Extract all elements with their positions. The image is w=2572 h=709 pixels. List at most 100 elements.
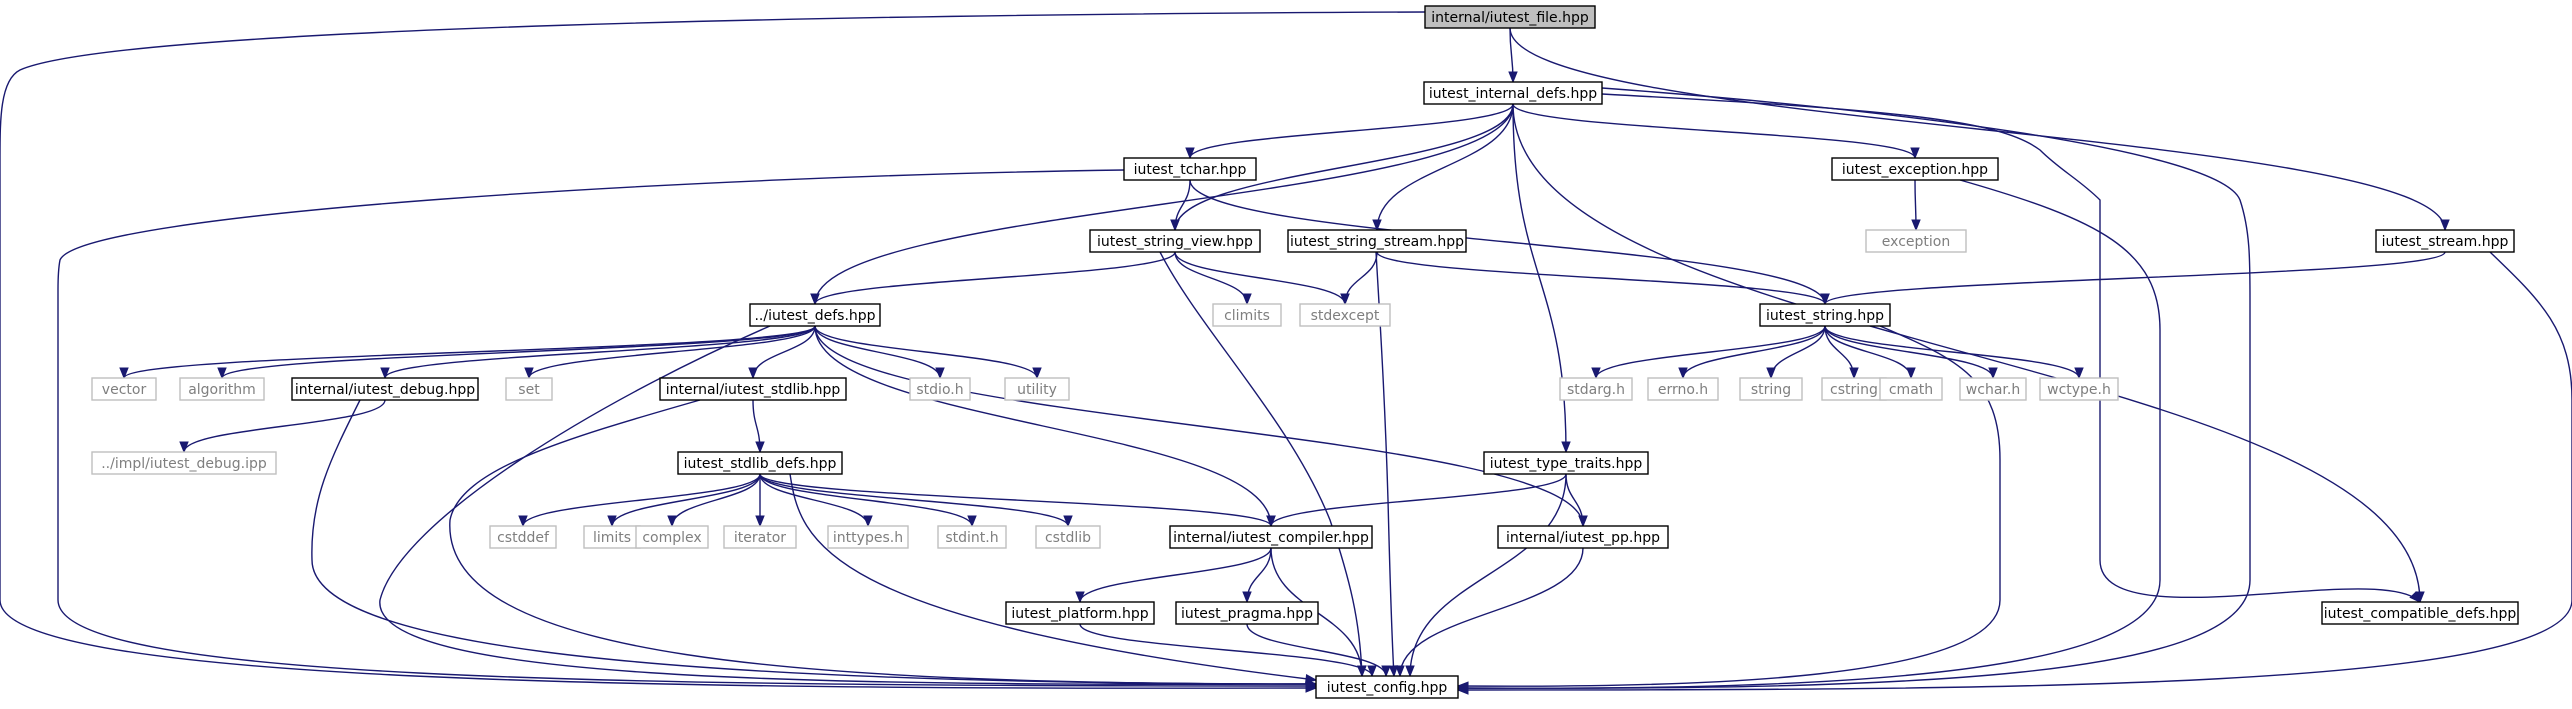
node-box <box>749 303 881 327</box>
node-label: iutest_stream.hpp <box>2382 234 2509 250</box>
edge-string_hpp-to-config <box>1456 325 2001 691</box>
edge-stream-to-string_hpp <box>1820 251 2446 306</box>
node-wctype: wctype.h <box>2039 377 2119 401</box>
node-config[interactable]: iutest_config.hpp <box>1315 675 1459 699</box>
node-box <box>2375 229 2515 253</box>
node-box <box>1424 5 1596 29</box>
node-box <box>1089 229 1261 253</box>
node-box <box>1005 601 1155 625</box>
edge-compiler-to-pragma <box>1242 547 1272 604</box>
node-label: iterator <box>734 530 786 546</box>
node-limits: limits <box>583 525 641 549</box>
node-cstddef: cstddef <box>489 525 557 549</box>
node-stdlib[interactable]: internal/iutest_stdlib.hpp <box>659 377 847 401</box>
node-label: iutest_stdlib_defs.hpp <box>684 456 837 472</box>
edge-stdlib_defs-to-complex <box>667 473 761 528</box>
edge-internal_defs-to-exception_hpp <box>1512 103 1920 160</box>
node-stdint: stdint.h <box>937 525 1007 549</box>
edge-compiler-to-platform <box>1075 547 1272 604</box>
node-debug[interactable]: internal/iutest_debug.hpp <box>291 377 479 401</box>
node-label: cstdlib <box>1045 530 1091 546</box>
node-label: cstring <box>1830 382 1878 398</box>
node-label: iutest_type_traits.hpp <box>1490 456 1643 472</box>
edge-defs-to-vector <box>119 325 816 380</box>
edge-internal_defs-to-tchar <box>1185 103 1514 160</box>
node-label: iutest_string_view.hpp <box>1097 234 1253 250</box>
node-type-traits[interactable]: iutest_type_traits.hpp <box>1483 451 1649 475</box>
node-pp[interactable]: internal/iutest_pp.hpp <box>1497 525 1669 549</box>
node-box <box>1175 601 1319 625</box>
node-box <box>489 525 557 549</box>
edge-stdlib_defs-to-inttypes <box>759 473 873 528</box>
node-complex: complex <box>635 525 709 549</box>
node-errno: errno.h <box>1647 377 1719 401</box>
edge-internal_defs-to-string_stream <box>1372 103 1514 232</box>
node-exception: exception <box>1865 229 1967 253</box>
node-box <box>1315 675 1459 699</box>
node-string: string <box>1739 377 1803 401</box>
node-box <box>1759 303 1891 327</box>
node-set: set <box>505 377 553 401</box>
node-string-view[interactable]: iutest_string_view.hpp <box>1089 229 1261 253</box>
edge-pragma-to-config <box>1246 623 1391 678</box>
node-label: stdarg.h <box>1567 382 1625 398</box>
node-stdexcept: stdexcept <box>1299 303 1391 327</box>
edge-defs-to-algorithm <box>217 325 816 380</box>
node-box <box>827 525 909 549</box>
node-box <box>91 451 277 475</box>
node-label: complex <box>642 530 701 546</box>
node-algorithm: algorithm <box>179 377 265 401</box>
edge-defs-to-stdio <box>814 325 945 380</box>
node-label: wctype.h <box>2047 382 2111 398</box>
node-platform[interactable]: iutest_platform.hpp <box>1005 601 1155 625</box>
node-label: iutest_config.hpp <box>1327 680 1448 696</box>
edge-defs-to-stdlib <box>748 325 816 380</box>
node-label: stdexcept <box>1311 308 1380 324</box>
node-box <box>1879 377 1943 401</box>
node-box <box>1559 377 1633 401</box>
node-stdlib-defs[interactable]: iutest_stdlib_defs.hpp <box>677 451 843 475</box>
node-internal-defs[interactable]: iutest_internal_defs.hpp <box>1423 81 1603 105</box>
node-defs[interactable]: ../iutest_defs.hpp <box>749 303 881 327</box>
node-debug-ipp: ../impl/iutest_debug.ipp <box>91 451 277 475</box>
edge-stdlib_defs-to-config <box>789 473 1318 684</box>
node-pragma[interactable]: iutest_pragma.hpp <box>1175 601 1319 625</box>
edge-stdlib-to-stdlib_defs <box>752 399 765 454</box>
node-box <box>1123 157 1257 181</box>
edge-string_hpp-to-wchar <box>1824 325 1998 380</box>
edge-internal_defs-to-defs <box>810 103 1514 306</box>
edge-defs-to-utility <box>814 325 1042 380</box>
node-iutest-file[interactable]: internal/iutest_file.hpp <box>1424 5 1596 29</box>
node-box <box>1299 303 1391 327</box>
node-box <box>677 451 843 475</box>
node-box <box>1647 377 1719 401</box>
node-compiler[interactable]: internal/iutest_compiler.hpp <box>1169 525 1373 549</box>
node-label: algorithm <box>188 382 256 398</box>
edge-platform-to-config <box>1079 623 1377 678</box>
node-stream[interactable]: iutest_stream.hpp <box>2375 229 2515 253</box>
node-string-stream[interactable]: iutest_string_stream.hpp <box>1287 229 1467 253</box>
node-label: iutest_tchar.hpp <box>1134 162 1247 178</box>
edge-tchar-to-string_view <box>1170 179 1191 232</box>
node-box <box>659 377 847 401</box>
node-label: iutest_string.hpp <box>1766 308 1884 324</box>
node-label: string <box>1751 382 1791 398</box>
edge-string_stream-to-stdexcept <box>1340 251 1378 306</box>
edge-string_hpp-to-errno <box>1678 325 1826 380</box>
node-exception-hpp[interactable]: iutest_exception.hpp <box>1831 157 1999 181</box>
node-label: utility <box>1017 382 1057 398</box>
node-box <box>1483 451 1649 475</box>
node-label: iutest_platform.hpp <box>1011 606 1148 622</box>
node-compatible-defs[interactable]: iutest_compatible_defs.hpp <box>2321 601 2519 625</box>
edge-defs-to-set <box>524 325 816 380</box>
node-box <box>1004 377 1070 401</box>
node-label: internal/iutest_stdlib.hpp <box>666 382 841 398</box>
edge-exception_hpp-to-config <box>1456 179 2161 693</box>
edge-string_view-to-defs <box>810 251 1176 306</box>
node-tchar[interactable]: iutest_tchar.hpp <box>1123 157 1257 181</box>
graph-edges <box>0 11 2572 695</box>
node-box <box>1212 303 1282 327</box>
node-string-hpp[interactable]: iutest_string.hpp <box>1759 303 1891 327</box>
node-label: set <box>518 382 540 398</box>
